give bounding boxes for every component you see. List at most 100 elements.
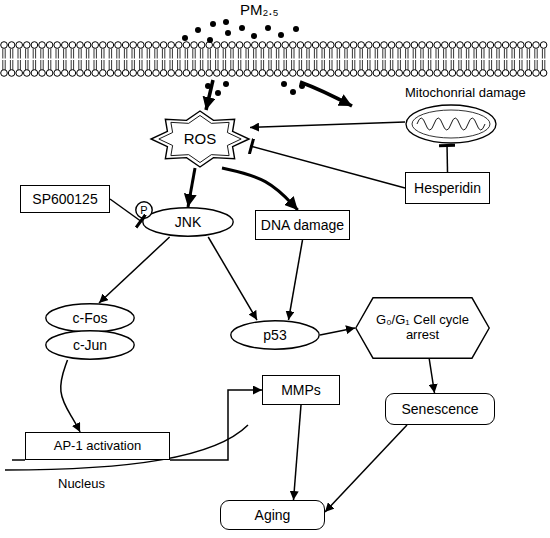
pm-particle: [251, 33, 257, 39]
outcome-box: Aging: [220, 500, 325, 530]
lipid-head: [46, 70, 53, 77]
activation-arrow: [208, 237, 257, 320]
pm-particle: [223, 19, 229, 25]
lipid-head: [426, 42, 433, 49]
lipid-head: [145, 42, 152, 49]
node-label: P: [140, 204, 147, 217]
lipid-head: [396, 42, 403, 49]
lipid-head: [442, 70, 449, 77]
protein-ellipse: p53: [230, 320, 320, 350]
lipid-head: [381, 70, 388, 77]
pm-particle: [281, 81, 287, 87]
lipid-head: [388, 70, 395, 77]
lipid-head: [373, 42, 380, 49]
lipid-head: [221, 70, 228, 77]
node-label: MMPs: [281, 382, 321, 398]
pm-particle: [207, 37, 213, 43]
lipid-head: [77, 70, 84, 77]
lipid-head: [396, 70, 403, 77]
node-label: DNA damage: [261, 217, 344, 233]
lipid-head: [305, 42, 312, 49]
lipid-head: [358, 70, 365, 77]
node-label: c-Jun: [73, 337, 107, 353]
lipid-head: [107, 70, 114, 77]
lipid-head: [183, 42, 190, 49]
compartment-label: Nucleus: [58, 476, 105, 491]
lipid-head: [259, 70, 266, 77]
state-hexagon: G₀/G₁ Cell cycle arrest: [355, 297, 490, 359]
lipid-head: [138, 42, 145, 49]
lipid-head: [221, 42, 228, 49]
lipid-head: [457, 42, 464, 49]
lipid-head: [122, 42, 129, 49]
lipid-head: [404, 42, 411, 49]
node-label: ROS: [184, 130, 217, 147]
lipid-head: [457, 70, 464, 77]
lipid-head: [366, 42, 373, 49]
lipid-head: [183, 70, 190, 77]
lipid-head: [46, 42, 53, 49]
lipid-head: [540, 42, 547, 49]
activation-arrow: [188, 168, 195, 207]
lipid-head: [100, 70, 107, 77]
lipid-head: [426, 70, 433, 77]
lipid-head: [328, 70, 335, 77]
activation-arrow: [325, 425, 407, 512]
lipid-head: [115, 70, 122, 77]
lipid-head: [442, 42, 449, 49]
starburst-inner: [159, 115, 241, 162]
lipid-head: [160, 42, 167, 49]
lipid-head: [191, 70, 198, 77]
lipid-head: [69, 70, 76, 77]
node-label: c-Fos: [73, 310, 108, 326]
lipid-head: [54, 70, 61, 77]
lipid-head: [16, 42, 23, 49]
dna-strand: [12, 459, 25, 461]
lipid-head: [168, 42, 175, 49]
lipid-head: [138, 70, 145, 77]
lipid-head: [69, 42, 76, 49]
lipid-head: [343, 70, 350, 77]
activation-arrow: [61, 360, 80, 432]
lipid-head: [31, 42, 38, 49]
lipid-head: [472, 70, 479, 77]
lipid-head: [191, 42, 198, 49]
activation-arrow: [250, 122, 405, 127]
activation-arrow: [294, 405, 302, 500]
lipid-head: [434, 70, 441, 77]
lipid-head: [62, 42, 69, 49]
lipid-head: [198, 42, 205, 49]
lipid-head: [495, 42, 502, 49]
lipid-head: [419, 70, 426, 77]
lipid-head: [328, 42, 335, 49]
lipid-head: [312, 42, 319, 49]
pm-particle: [182, 35, 188, 41]
kinase-ellipse: JNKP: [142, 207, 234, 237]
lipid-head: [259, 42, 266, 49]
node-label: Hesperidin: [414, 180, 481, 196]
pm-particle: [223, 81, 229, 87]
pm-particle: [265, 25, 271, 31]
pm-particle: [215, 90, 221, 96]
lipid-head: [206, 70, 213, 77]
lipid-head: [297, 70, 304, 77]
ellipse-outline: [231, 321, 319, 349]
inhibition-line: [446, 144, 448, 172]
lipid-head: [290, 42, 297, 49]
entry-arrow: [206, 80, 213, 110]
lipid-head: [464, 70, 471, 77]
lipid-head: [525, 42, 532, 49]
lipid-head: [214, 42, 221, 49]
lipid-head: [343, 42, 350, 49]
activation-arrow: [99, 237, 170, 303]
lipid-head: [176, 70, 183, 77]
lipid-head: [290, 70, 297, 77]
lipid-head: [92, 42, 99, 49]
lipid-head: [24, 70, 31, 77]
lipid-head: [518, 42, 525, 49]
lipid-head: [358, 42, 365, 49]
lipid-head: [335, 70, 342, 77]
pm-particle: [195, 27, 201, 33]
lipid-head: [100, 42, 107, 49]
